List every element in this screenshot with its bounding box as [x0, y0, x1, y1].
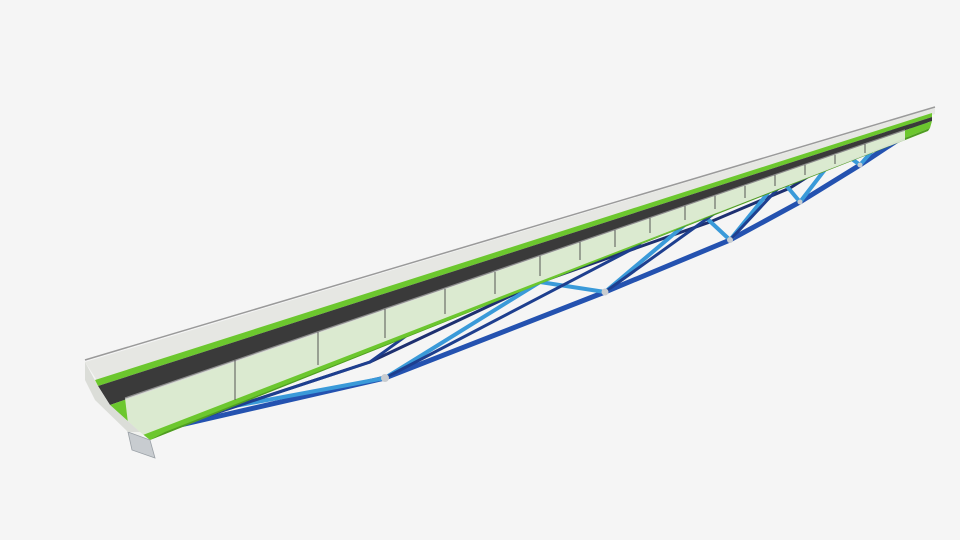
near-girder-shadow — [150, 128, 930, 440]
near-railing — [124, 129, 906, 399]
bearing-block — [127, 431, 156, 459]
deck — [84, 106, 936, 459]
deck-end — [85, 362, 140, 432]
top-railing — [84, 106, 936, 361]
near-side-panel — [125, 130, 905, 440]
truss-nodes — [381, 162, 863, 382]
panel-posts — [234, 144, 866, 400]
far-girder — [95, 113, 932, 386]
road-surface — [98, 117, 932, 405]
